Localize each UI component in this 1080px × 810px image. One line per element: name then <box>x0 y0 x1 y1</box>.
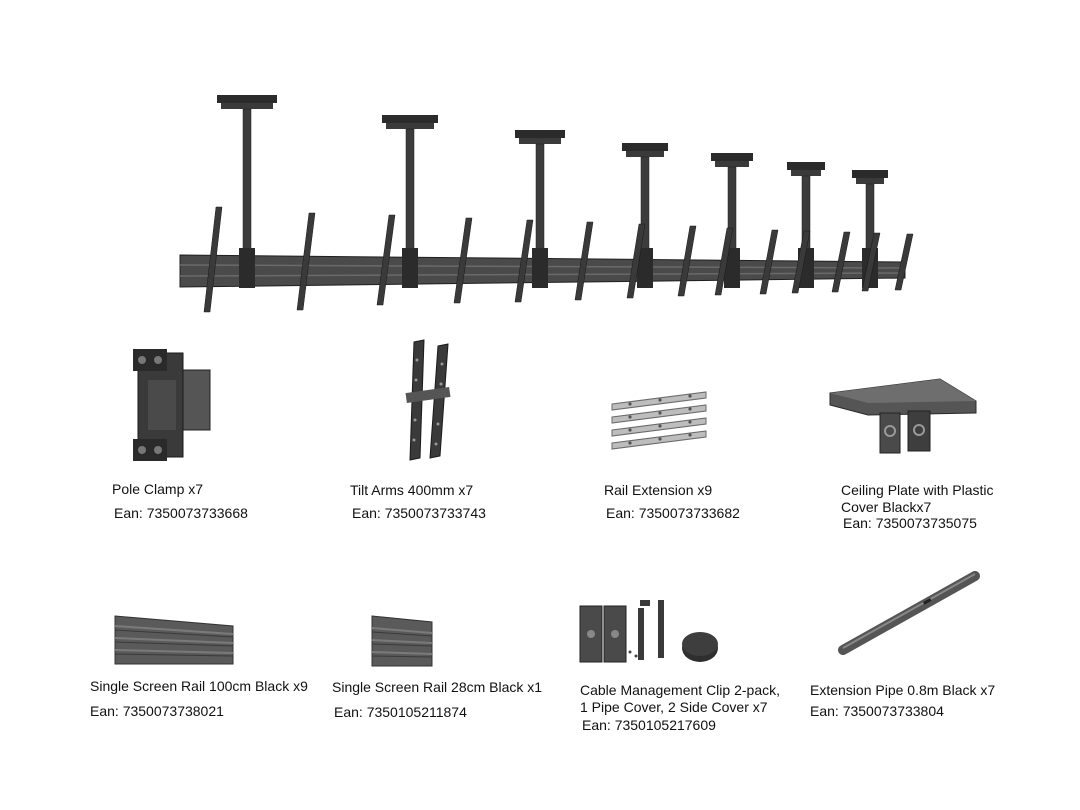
cable-clip-ean: Ean: 7350105217609 <box>582 717 716 733</box>
rail-extension-label: Rail Extension x9 <box>604 482 713 498</box>
pole-clamp-label: Pole Clamp x7 <box>112 481 204 497</box>
rail-extension-ean: Ean: 7350073733682 <box>606 505 740 521</box>
screen-rail-100-ean: Ean: 7350073738021 <box>90 703 224 719</box>
tilt-arms-icon <box>405 339 451 461</box>
screen-rail-100-icon <box>114 615 234 665</box>
pole-clamp-ean: Ean: 7350073733668 <box>114 505 248 521</box>
cable-clip-label-line2: 1 Pipe Cover, 2 Side Cover x7 <box>580 699 768 715</box>
pole-clamp-icon <box>133 349 211 461</box>
screen-rail-28-label: Single Screen Rail 28cm Black x1 <box>332 679 543 695</box>
screen-rail-28-icon <box>371 615 433 667</box>
tilt-arms-ean: Ean: 7350073733743 <box>352 505 486 521</box>
ceiling-plate-label-line1: Ceiling Plate with Plastic <box>841 482 994 498</box>
ceiling-plate-ean: Ean: 7350073735075 <box>843 515 977 531</box>
ceiling-plate-icon <box>829 378 977 454</box>
screen-rail-100-label: Single Screen Rail 100cm Black x9 <box>90 678 308 694</box>
ceiling-plate-label-line2: Cover Blackx7 <box>841 499 932 515</box>
cable-clip-icon <box>579 600 718 663</box>
extension-pipe-label: Extension Pipe 0.8m Black x7 <box>810 682 996 698</box>
extension-pipe-icon <box>838 571 980 655</box>
rail-extension-icon <box>611 391 707 450</box>
extension-pipe-ean: Ean: 7350073733804 <box>810 703 944 719</box>
cable-clip-label-line1: Cable Management Clip 2-pack, <box>580 682 780 698</box>
tilt-arms-label: Tilt Arms 400mm x7 <box>350 482 474 498</box>
assembled-ceiling-mount-image <box>179 95 914 313</box>
screen-rail-28-ean: Ean: 7350105211874 <box>334 704 467 720</box>
